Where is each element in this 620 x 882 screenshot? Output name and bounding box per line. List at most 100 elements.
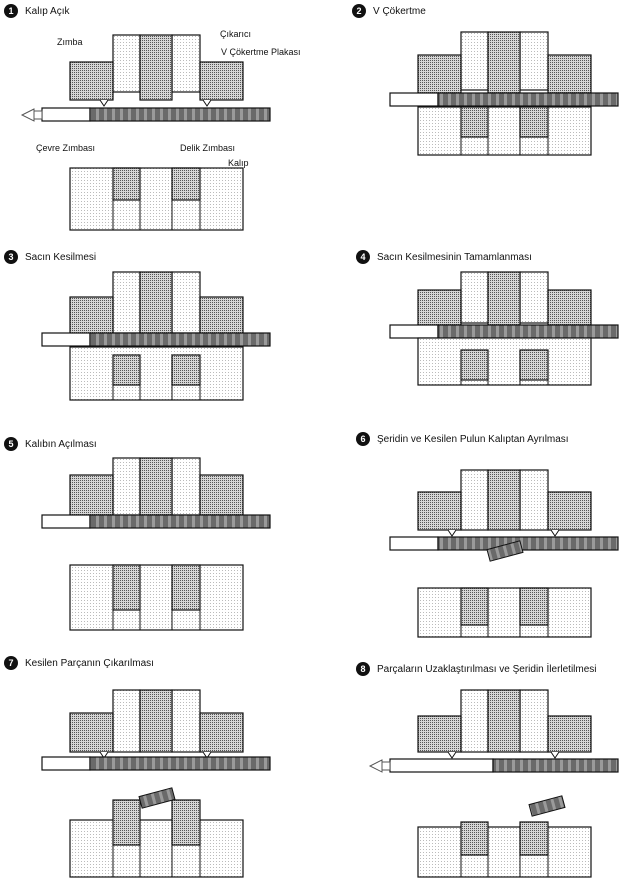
punch-column <box>112 689 141 753</box>
sheet-strip <box>492 758 619 773</box>
punch-column <box>519 31 549 91</box>
die-insert <box>519 349 549 381</box>
die-insert <box>519 821 549 856</box>
punch-column <box>460 469 489 531</box>
panel-2-title: 2 V Çökertme <box>352 4 426 18</box>
sheet-strip <box>437 536 619 551</box>
blanked-part <box>486 540 524 562</box>
strip-fed <box>41 756 91 771</box>
die-insert <box>460 821 489 856</box>
v-ring-plate <box>417 491 462 531</box>
die-insert <box>171 564 201 611</box>
die-insert <box>519 106 549 138</box>
stripper-punch <box>487 469 521 531</box>
stripper-punch <box>139 457 173 516</box>
v-ring-plate <box>69 61 114 101</box>
punch-column <box>171 689 201 753</box>
sheet-strip <box>89 332 271 347</box>
die-insert <box>112 167 141 201</box>
strip-fed <box>41 514 91 529</box>
step-number: 3 <box>4 250 18 264</box>
label-cevre-zimbasi: Çevre Zımbası <box>36 143 96 153</box>
v-ring-plate <box>199 61 244 101</box>
stripper-punch <box>487 31 521 94</box>
step-number: 4 <box>356 250 370 264</box>
strip-fed <box>389 758 494 773</box>
v-ring-tooth <box>202 99 212 107</box>
punch-column <box>112 271 141 334</box>
step-title: Parçaların Uzaklaştırılması ve Şeridin İ… <box>377 663 597 675</box>
stripper-punch <box>487 689 521 753</box>
die-insert <box>519 587 549 626</box>
die-insert <box>460 349 489 381</box>
panel-4-title: 4 Sacın Kesilmesinin Tamamlanması <box>356 250 532 264</box>
v-ring-plate <box>547 715 592 753</box>
feed-arrow-icon <box>368 759 391 773</box>
punch-column <box>519 271 549 324</box>
blanked-part <box>138 787 176 809</box>
v-ring-plate <box>69 712 114 753</box>
panel-7-title: 7 Kesilen Parçanın Çıkarılması <box>4 656 154 670</box>
v-ring-plate <box>199 712 244 753</box>
label-cikarici: Çıkarıcı <box>220 29 252 39</box>
strip-fed <box>41 107 91 122</box>
step-title: Sacın Kesilmesinin Tamamlanması <box>377 251 532 263</box>
step-title: Kalıp Açık <box>25 5 70 17</box>
die-insert <box>171 354 201 386</box>
strip-fed <box>41 332 91 347</box>
die-block <box>69 346 244 401</box>
step-title: Kesilen Parçanın Çıkarılması <box>25 657 154 669</box>
punch-column <box>171 34 201 93</box>
v-ring-plate <box>547 54 592 94</box>
sheet-strip <box>89 514 271 529</box>
die-block <box>417 826 592 878</box>
step-title: Kalıbın Açılması <box>25 438 97 450</box>
label-zimba: Zımba <box>57 37 83 47</box>
step-number: 1 <box>4 4 18 18</box>
punch-column <box>460 271 489 324</box>
stripper-punch <box>139 34 173 101</box>
step-title: Şeridin ve Kesilen Pulun Kalıptan Ayrılm… <box>377 433 569 445</box>
step-number: 2 <box>352 4 366 18</box>
blanked-part <box>528 795 566 817</box>
panel-3-title: 3 Sacın Kesilmesi <box>4 250 96 264</box>
v-ring-plate <box>417 54 462 94</box>
strip-fed <box>389 92 439 107</box>
v-ring-plate <box>69 296 114 336</box>
v-ring-tooth <box>99 99 109 107</box>
label-v-plate: V Çökertme Plakası <box>221 47 301 57</box>
step-number: 6 <box>356 432 370 446</box>
die-insert <box>171 167 201 201</box>
punch-column <box>460 31 489 91</box>
panel-6-title: 6 Şeridin ve Kesilen Pulun Kalıptan Ayrıl… <box>356 432 569 446</box>
die-insert <box>460 106 489 138</box>
die-insert <box>460 587 489 626</box>
v-ring-plate <box>547 289 592 326</box>
die-block <box>69 819 244 878</box>
sheet-strip <box>89 107 271 122</box>
feed-arrow-icon <box>20 108 43 122</box>
step-title: Sacın Kesilmesi <box>25 251 97 263</box>
punch-column <box>171 271 201 334</box>
punch-column <box>460 689 489 753</box>
die-insert <box>112 354 141 386</box>
v-ring-plate <box>547 491 592 531</box>
v-ring-tooth <box>447 529 457 537</box>
stripper-punch <box>139 689 173 753</box>
v-ring-plate <box>417 289 462 326</box>
die-insert <box>112 799 141 846</box>
punch-column <box>519 469 549 531</box>
die-block <box>417 337 592 386</box>
v-ring-tooth <box>550 751 560 759</box>
step-title: V Çökertme <box>373 5 426 17</box>
die-block <box>69 167 244 231</box>
step-number: 7 <box>4 656 18 670</box>
punch-column <box>171 457 201 516</box>
v-ring-tooth <box>550 529 560 537</box>
punch-column <box>519 689 549 753</box>
v-ring-plate <box>69 474 114 516</box>
stripper-punch <box>487 271 521 326</box>
die-insert <box>171 799 201 846</box>
